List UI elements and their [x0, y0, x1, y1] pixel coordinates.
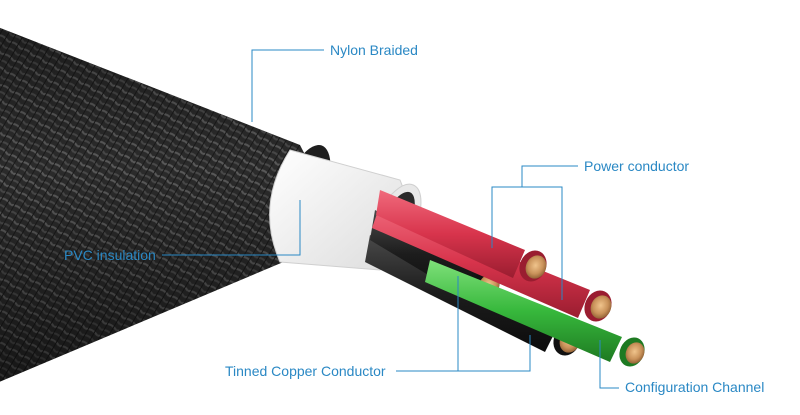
red-wire-upper	[376, 190, 547, 282]
green-wire	[425, 260, 645, 367]
leader-tinned-2	[458, 335, 531, 372]
label-pvc-insulation: PVC insulation	[64, 247, 156, 263]
leader-pvc	[162, 200, 301, 256]
label-configuration-channel: Configuration Channel	[625, 379, 765, 395]
leader-power-2	[522, 186, 563, 300]
leader-config	[599, 340, 619, 389]
label-power-conductor: Power conductor	[584, 158, 690, 174]
leader-nylon	[251, 49, 324, 122]
label-nylon-braided: Nylon Braided	[330, 42, 418, 58]
label-tinned-copper-conductor: Tinned Copper Conductor	[225, 363, 386, 379]
leader-lines	[162, 49, 619, 389]
leader-power	[491, 165, 578, 248]
